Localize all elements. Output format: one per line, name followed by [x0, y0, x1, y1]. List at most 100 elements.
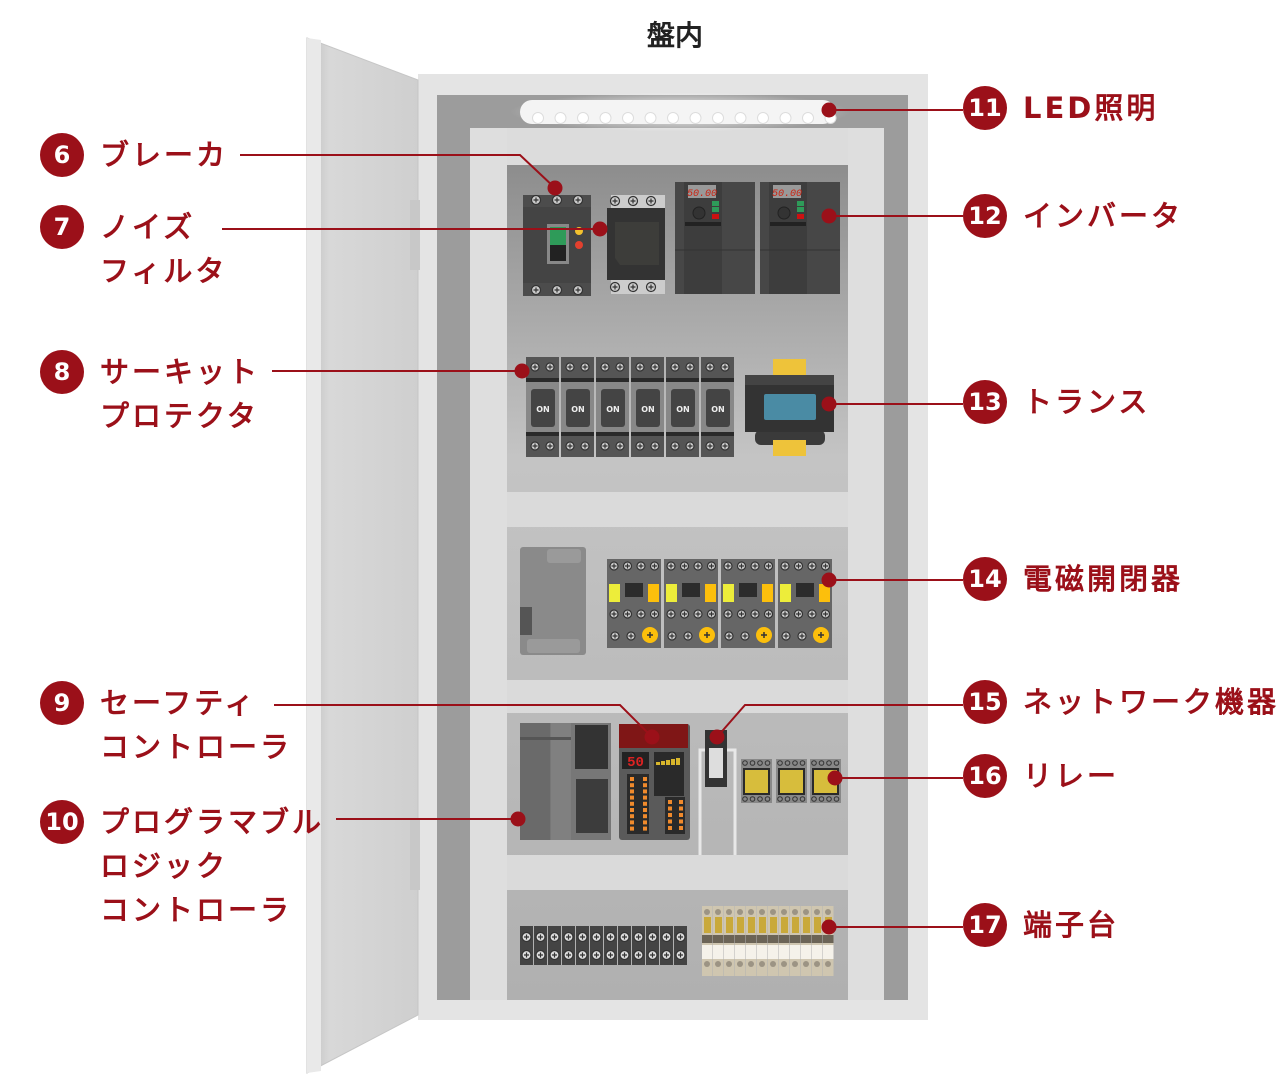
led-dot	[757, 112, 769, 124]
leader-line	[716, 704, 963, 738]
callout-label-line: ブレーカ	[100, 138, 229, 172]
noise-filter	[607, 195, 665, 294]
led-light	[510, 92, 850, 132]
callout-number: 15	[963, 680, 1007, 724]
led-dot	[554, 112, 567, 124]
callout-label-line: トランス	[1023, 385, 1151, 419]
door-hinge	[410, 200, 420, 270]
callout-number: 6	[40, 133, 84, 177]
callout-number: 12	[963, 194, 1007, 238]
callout-number: 17	[963, 903, 1007, 947]
plc	[520, 723, 611, 840]
terminal-block-light	[724, 906, 735, 976]
terminal-block-light	[746, 906, 757, 976]
side-rail	[470, 128, 507, 1000]
terminal-block-light	[790, 906, 801, 976]
wire-duct	[507, 680, 848, 713]
callout-label-line: ノイズ	[100, 210, 196, 244]
terminal-block-dark	[618, 926, 631, 965]
callout-label-line: リレー	[1023, 759, 1120, 793]
circuit-protector: ON	[526, 357, 559, 457]
callout-dot	[821, 102, 837, 118]
callout-label-line: フィルタ	[100, 254, 228, 288]
safety-controller: 50	[619, 724, 690, 840]
callout-label-breaker: ブレーカ	[100, 133, 228, 177]
callout-label-line: ネットワーク機器	[1023, 685, 1280, 719]
terminal-block-dark	[674, 926, 687, 965]
safety-display: 50	[627, 755, 644, 771]
terminal-block-light	[779, 906, 790, 976]
terminal-block-dark	[590, 926, 603, 965]
callout-dot	[821, 572, 837, 588]
callout-number: 7	[40, 205, 84, 249]
callout-dot	[592, 221, 608, 237]
terminal-block-light	[713, 906, 724, 976]
callout-label-led: LED照明	[1023, 86, 1158, 130]
callout-dot	[709, 729, 725, 745]
relay	[776, 759, 807, 803]
terminal-block-light	[801, 906, 812, 976]
power-supply	[520, 547, 586, 655]
terminal-block-dark	[562, 926, 575, 965]
circuit-protector: ON	[561, 357, 594, 457]
callout-dot	[514, 363, 530, 379]
callout-label-line: 端子台	[1023, 908, 1120, 942]
callout-label-transformer: トランス	[1023, 380, 1150, 424]
door-hinge	[410, 820, 420, 890]
callout-dot	[547, 180, 563, 196]
led-dot	[667, 112, 679, 124]
callout-label-relay: リレー	[1023, 754, 1119, 798]
terminal-block-light	[735, 906, 746, 976]
terminal-block-light	[757, 906, 768, 976]
led-dot	[712, 112, 724, 124]
callout-label-safety-controller: セーフティコントローラ	[100, 681, 292, 769]
inverter-display: 50.00	[687, 189, 717, 200]
terminal-block-dark	[632, 926, 645, 965]
callout-dot	[644, 729, 660, 745]
circuit-protector: ON	[596, 357, 629, 457]
breaker	[523, 194, 591, 296]
side-rail	[848, 128, 884, 1000]
callout-dot	[821, 919, 837, 935]
terminal-block-light	[823, 906, 834, 976]
callout-label-line: コントローラ	[100, 730, 293, 764]
circuit-protector: ON	[666, 357, 699, 457]
led-dot	[577, 112, 589, 124]
relay	[741, 759, 772, 803]
led-dot	[532, 112, 544, 124]
leader-line	[240, 154, 556, 189]
callout-label-contactor: 電磁開閉器	[1023, 557, 1183, 601]
leader-line	[274, 704, 653, 738]
inverter: 50.00	[675, 182, 755, 294]
callout-label-line: プロテクタ	[100, 399, 259, 433]
terminal-block-dark	[646, 926, 659, 965]
callout-label-circuit-protector: サーキットプロテクタ	[100, 350, 260, 438]
terminal-block-dark	[534, 926, 547, 965]
wire-duct	[507, 492, 848, 527]
terminal-block-light	[702, 906, 713, 976]
switch-label: ON	[711, 405, 725, 414]
callout-label-line: インバータ	[1023, 199, 1184, 233]
callout-label-terminal: 端子台	[1023, 903, 1119, 947]
network-device	[698, 730, 737, 855]
circuit-protector: ON	[701, 357, 734, 457]
magnetic-contactor	[607, 559, 661, 648]
callout-label-line: ロジック	[100, 849, 229, 883]
terminal-block-dark	[548, 926, 561, 965]
callout-label-inverter: インバータ	[1023, 194, 1183, 238]
page-title: 盤内	[646, 19, 703, 52]
inverter: 50.00	[760, 182, 840, 294]
callout-label-plc: プログラマブルロジックコントローラ	[100, 800, 324, 932]
callout-label-line: サーキット	[100, 355, 261, 389]
led-dot	[779, 112, 792, 124]
terminal-block-dark	[576, 926, 589, 965]
callout-dot	[821, 208, 837, 224]
callout-number: 14	[963, 557, 1007, 601]
inverter-display: 50.00	[772, 189, 802, 200]
terminal-block-dark	[604, 926, 617, 965]
callout-number: 16	[963, 754, 1007, 798]
switch-label: ON	[676, 405, 690, 414]
led-dot	[734, 112, 747, 124]
callout-label-line: 電磁開閉器	[1023, 562, 1184, 596]
